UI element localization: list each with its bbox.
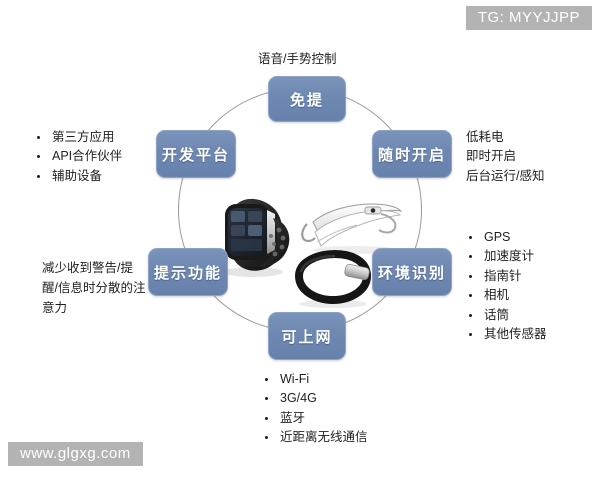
- node-always-on[interactable]: 随时开启: [372, 130, 452, 178]
- annotation-dev-platform-list: 第三方应用 API合作伙伴 辅助设备: [34, 128, 122, 186]
- node-notification-label: 提示功能: [153, 264, 222, 282]
- annotation-line: 低耗电: [466, 130, 504, 144]
- annotation-web-access: Wi-Fi 3G/4G 蓝牙 近距离无线通信: [262, 370, 368, 448]
- list-item: 3G/4G: [262, 389, 368, 408]
- annotation-hands-free-text: 语音/手势控制: [258, 52, 337, 66]
- list-item: 加速度计: [466, 247, 547, 266]
- node-hands-free[interactable]: 免提: [268, 76, 346, 122]
- smart-glasses-icon: [301, 203, 403, 254]
- list-item: 第三方应用: [34, 128, 122, 147]
- list-item: API合作伙伴: [34, 147, 122, 166]
- node-always-on-label: 随时开启: [377, 146, 446, 164]
- list-item: GPS: [466, 228, 547, 247]
- annotation-web-access-list: Wi-Fi 3G/4G 蓝牙 近距离无线通信: [262, 370, 368, 448]
- annotation-notification-text: 减少收到警告/提醒/信息时分散的注意力: [42, 261, 146, 315]
- node-dev-platform-label: 开发平台: [161, 146, 230, 164]
- annotation-context-aware-list: GPS 加速度计 指南针 相机 话筒 其他传感器: [466, 228, 547, 344]
- list-item: 话筒: [466, 306, 547, 325]
- list-item: 指南针: [466, 267, 547, 286]
- fitness-band-icon: [294, 249, 372, 308]
- list-item: 蓝牙: [262, 409, 368, 428]
- annotation-context-aware: GPS 加速度计 指南针 相机 话筒 其他传感器: [466, 228, 547, 344]
- list-item: 近距离无线通信: [262, 428, 368, 447]
- annotation-always-on: 低耗电 即时开启 后台运行/感知: [466, 128, 544, 186]
- node-dev-platform[interactable]: 开发平台: [156, 130, 236, 178]
- node-notification[interactable]: 提示功能: [148, 248, 228, 296]
- center-device-cluster: [195, 180, 405, 320]
- list-item: 辅助设备: [34, 167, 122, 186]
- watermark-bottom-left: www.glgxg.com: [8, 442, 143, 466]
- node-web-access[interactable]: 可上网: [268, 312, 346, 360]
- node-context-aware[interactable]: 环境识别: [372, 248, 452, 296]
- annotation-dev-platform: 第三方应用 API合作伙伴 辅助设备: [34, 128, 122, 186]
- list-item: Wi-Fi: [262, 370, 368, 389]
- annotation-hands-free: 语音/手势控制: [258, 50, 336, 69]
- annotation-line: 即时开启: [466, 149, 517, 164]
- node-web-access-label: 可上网: [281, 328, 333, 346]
- node-context-aware-label: 环境识别: [377, 264, 446, 282]
- node-hands-free-label: 免提: [289, 91, 324, 109]
- list-item: 相机: [466, 286, 547, 305]
- list-item: 其他传感器: [466, 325, 547, 344]
- smartwatch-icon: [223, 198, 290, 277]
- annotation-line: 后台运行/感知: [466, 168, 545, 183]
- annotation-notification: 减少收到警告/提醒/信息时分散的注意力: [42, 258, 146, 318]
- watermark-top-right: TG: MYYJJPP: [465, 6, 592, 30]
